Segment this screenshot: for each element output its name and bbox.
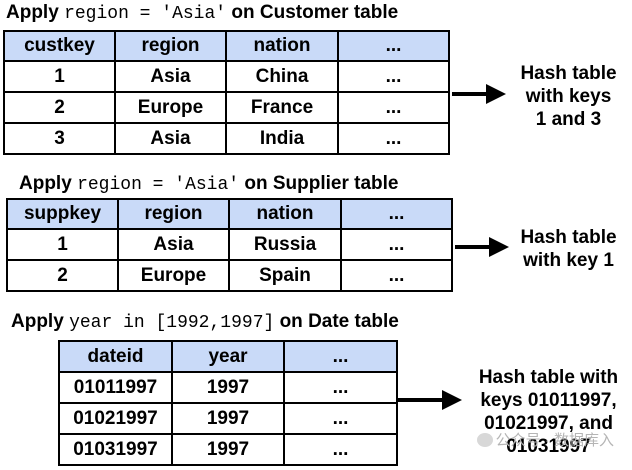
result-line: Hash table <box>520 63 617 84</box>
watermark-text: 公众号 · 数据库入 <box>495 432 614 449</box>
table-cell: 1997 <box>171 433 285 466</box>
table-cell: 01031997 <box>58 433 173 466</box>
header-row: suppkey region nation ... <box>6 198 453 230</box>
customer-caption: Apply region = 'Asia' on Customer table <box>6 2 398 25</box>
table-cell: 1 <box>6 228 119 261</box>
column-header-nation: nation <box>228 198 342 230</box>
table-cell: Europe <box>117 259 230 292</box>
column-header-dateid: dateid <box>58 340 173 373</box>
column-header-more: ... <box>340 198 453 230</box>
caption-prefix: Apply <box>11 311 70 332</box>
supplier-table: suppkey region nation ... 1 Asia Russia … <box>6 198 453 292</box>
result-line: Hash table <box>520 227 617 248</box>
table-cell: China <box>225 60 339 93</box>
table-cell: Spain <box>228 259 342 292</box>
column-header-more: ... <box>337 30 450 62</box>
header-row: dateid year ... <box>58 340 398 373</box>
table-row: 1 Asia Russia ... <box>6 228 453 261</box>
table-cell: France <box>225 91 339 124</box>
column-header-more: ... <box>283 340 398 373</box>
date-caption: Apply year in [1992,1997] on Date table <box>11 311 399 334</box>
date-table: dateid year ... 01011997 1997 ... 010219… <box>58 340 398 466</box>
table-cell: 1997 <box>171 371 285 404</box>
header-row: custkey region nation ... <box>3 30 450 62</box>
result-line: 1 and 3 <box>535 109 602 130</box>
caption-suffix: on Supplier table <box>239 173 399 194</box>
table-cell: Asia <box>114 122 227 155</box>
table-cell: India <box>225 122 339 155</box>
table-cell: 1 <box>3 60 116 93</box>
table-cell: 2 <box>6 259 119 292</box>
table-cell: 1997 <box>171 402 285 435</box>
table-row: 1 Asia China ... <box>3 60 450 93</box>
table-cell: ... <box>283 433 398 466</box>
result-line: with keys <box>525 86 612 107</box>
predicate-code: year in [1992,1997] <box>69 313 275 333</box>
column-header-region: region <box>117 198 230 230</box>
arrow-right-icon <box>452 84 506 104</box>
table-cell: 01021997 <box>58 402 173 435</box>
table-cell: ... <box>340 228 453 261</box>
table-cell: ... <box>283 371 398 404</box>
customer-hash-result: Hash table with keys 1 and 3 <box>505 62 632 131</box>
result-line: keys 01011997, <box>480 390 617 411</box>
table-cell: Russia <box>228 228 342 261</box>
date-hash-result: Hash table with keys 01011997, 01021997,… <box>465 366 632 458</box>
caption-prefix: Apply <box>19 173 78 194</box>
result-line: with key 1 <box>523 250 614 271</box>
customer-table: custkey region nation ... 1 Asia China .… <box>3 30 450 155</box>
table-cell: ... <box>283 402 398 435</box>
caption-prefix: Apply <box>6 2 65 23</box>
arrow-right-icon <box>398 390 462 410</box>
result-line: 01031997 <box>506 436 591 457</box>
watermark: 公众号 · 数据库入 <box>476 429 614 450</box>
table-cell: 01011997 <box>58 371 173 404</box>
table-cell: ... <box>337 91 450 124</box>
table-row: 3 Asia India ... <box>3 122 450 155</box>
table-cell: ... <box>340 259 453 292</box>
table-row: 2 Europe Spain ... <box>6 259 453 292</box>
table-cell: ... <box>337 60 450 93</box>
table-cell: ... <box>337 122 450 155</box>
result-line: Hash table with <box>478 367 619 388</box>
wechat-icon <box>476 433 493 447</box>
table-row: 2 Europe France ... <box>3 91 450 124</box>
table-cell: Asia <box>117 228 230 261</box>
column-header-region: region <box>114 30 227 62</box>
table-cell: 2 <box>3 91 116 124</box>
column-header-nation: nation <box>225 30 339 62</box>
table-row: 01011997 1997 ... <box>58 371 398 404</box>
arrow-right-icon <box>455 237 509 257</box>
table-row: 01031997 1997 ... <box>58 433 398 466</box>
column-header-year: year <box>171 340 285 373</box>
result-line: 01021997, and <box>484 413 613 434</box>
supplier-hash-result: Hash table with key 1 <box>505 226 632 272</box>
predicate-code: region = 'Asia' <box>77 175 240 195</box>
column-header-suppkey: suppkey <box>6 198 119 230</box>
column-header-custkey: custkey <box>3 30 116 62</box>
table-cell: Europe <box>114 91 227 124</box>
caption-suffix: on Customer table <box>226 2 399 23</box>
predicate-code: region = 'Asia' <box>64 4 227 24</box>
table-cell: 3 <box>3 122 116 155</box>
table-row: 01021997 1997 ... <box>58 402 398 435</box>
supplier-caption: Apply region = 'Asia' on Supplier table <box>19 173 399 196</box>
table-cell: Asia <box>114 60 227 93</box>
caption-suffix: on Date table <box>274 311 399 332</box>
